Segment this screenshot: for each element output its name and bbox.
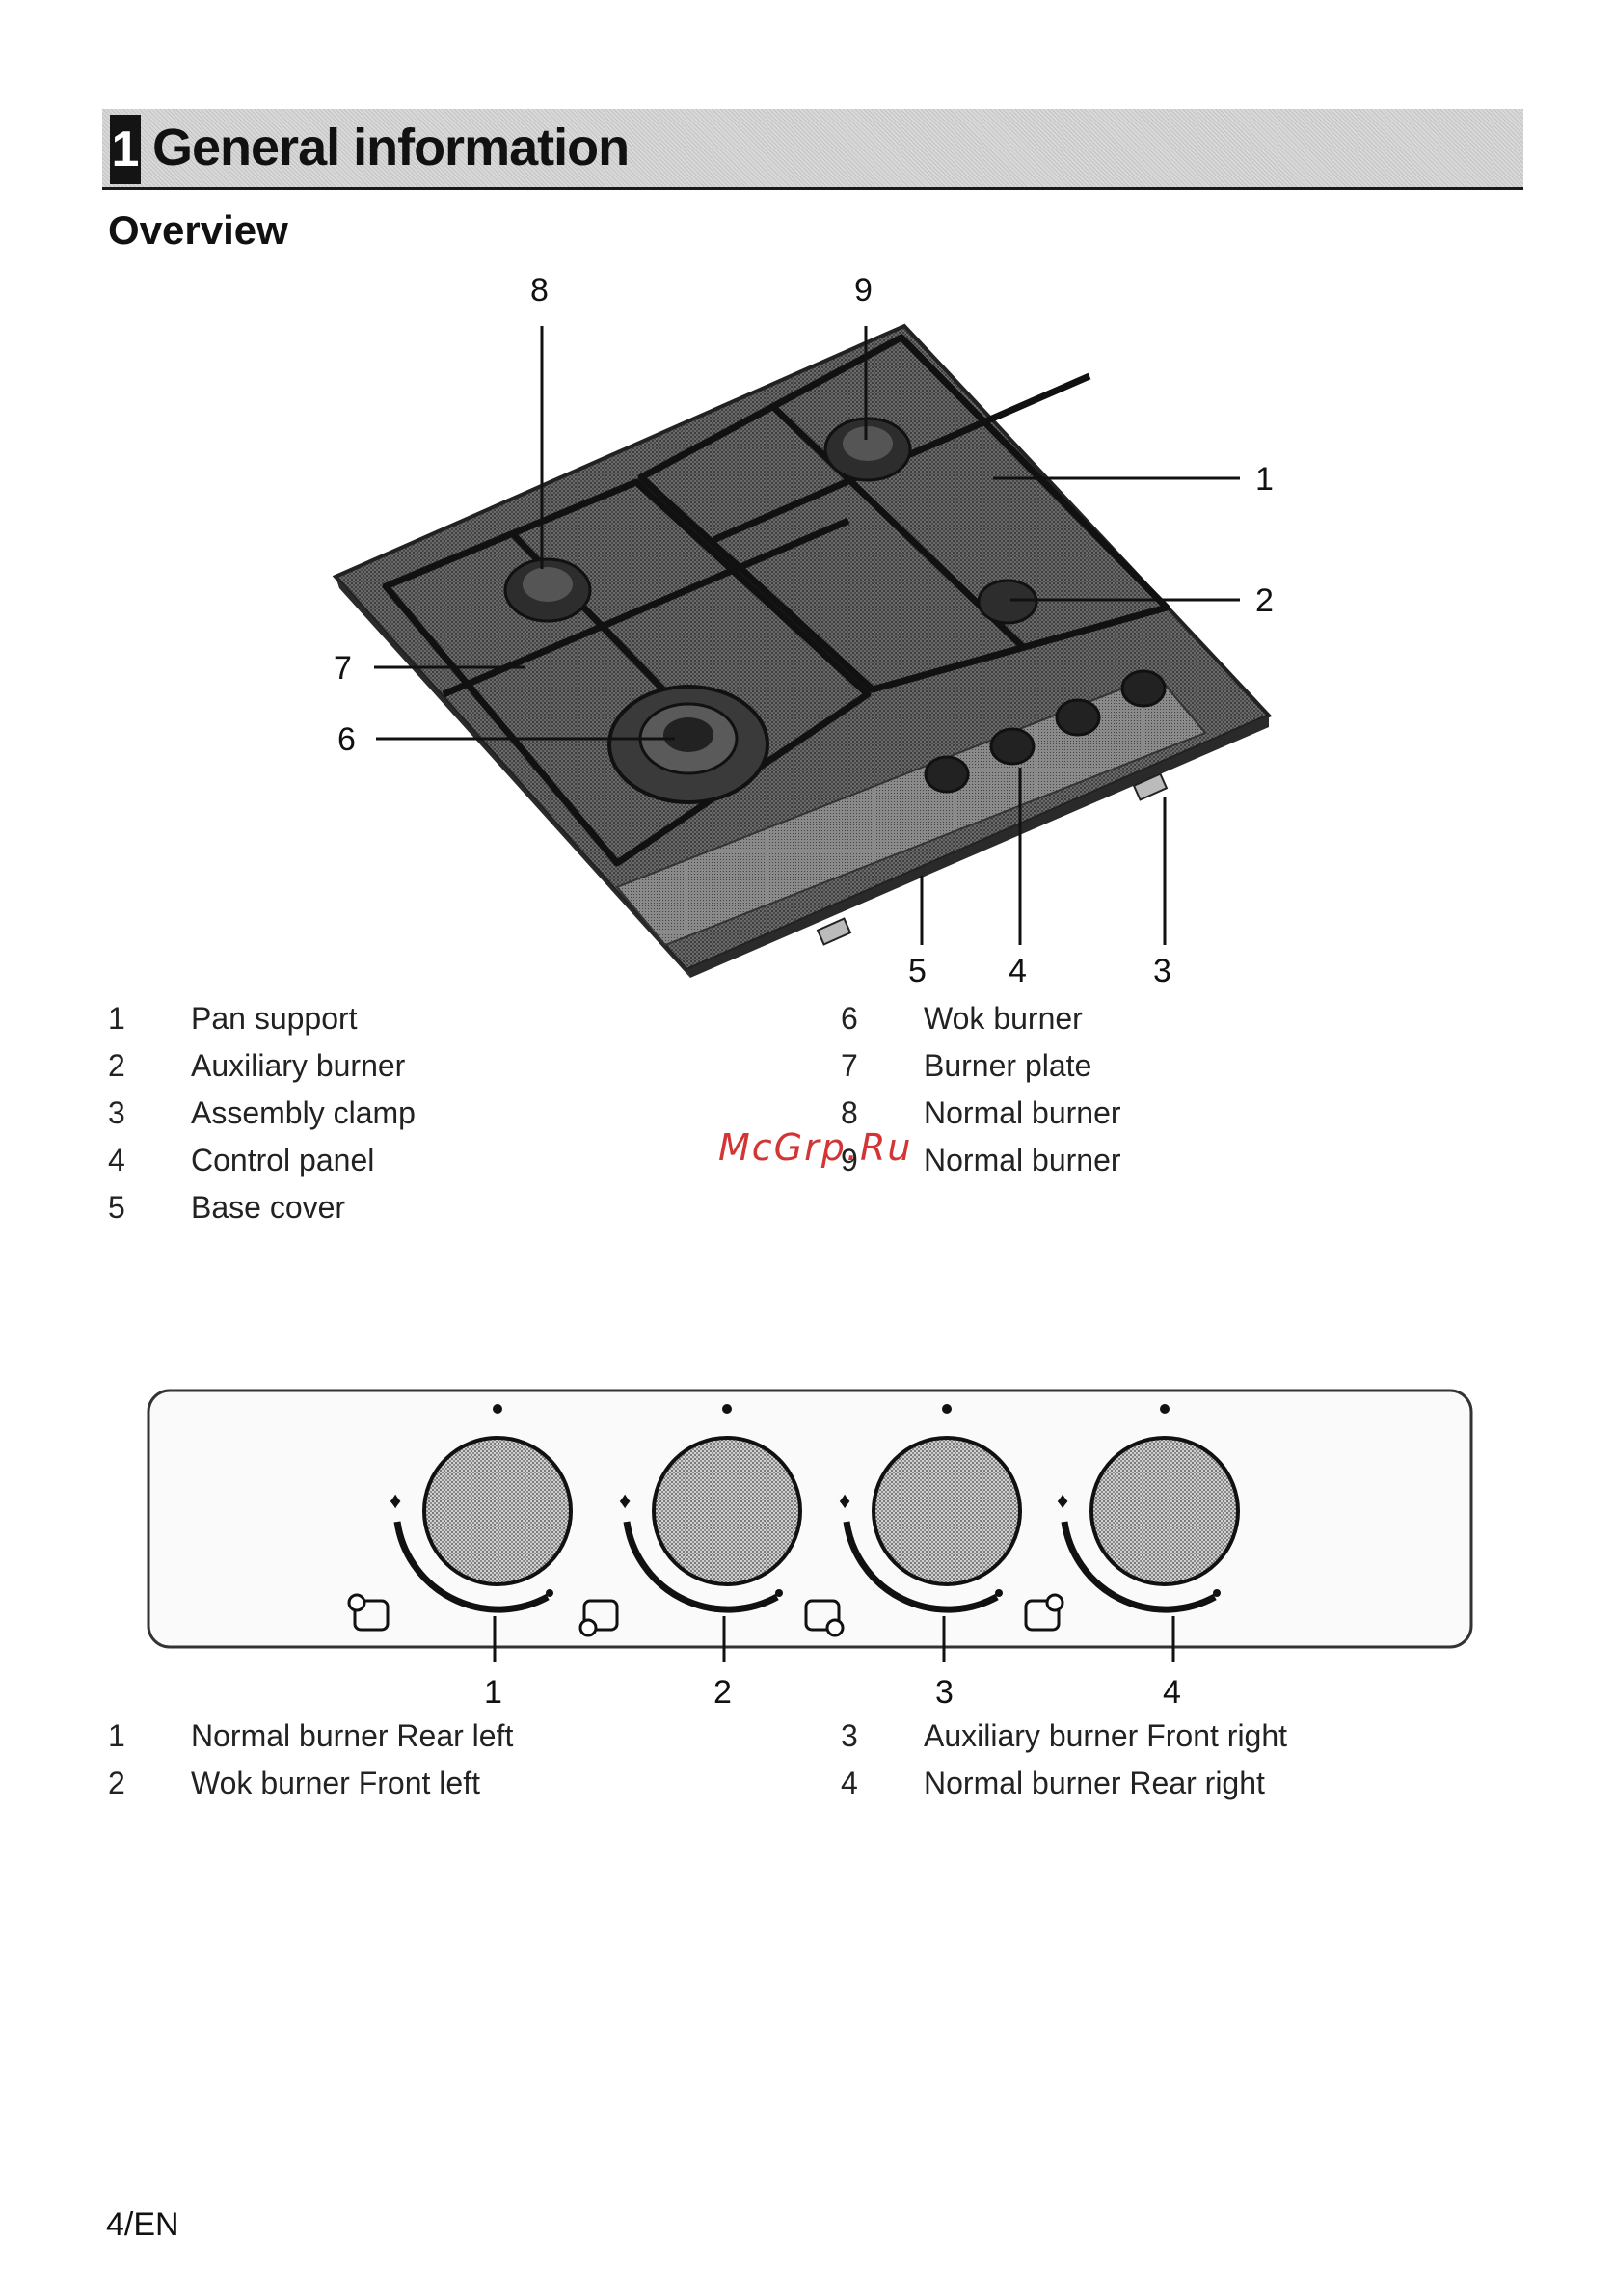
leader-lines [374, 326, 1240, 945]
section-header: 1 General information [102, 109, 1523, 190]
knob-4: ♦ [1024, 1404, 1240, 1662]
burner-position-front-left-icon [582, 1599, 619, 1632]
burner-position-front-right-icon [804, 1599, 841, 1632]
burner-position-rear-left-icon [353, 1599, 390, 1632]
section-title: General information [152, 119, 630, 176]
flame-large-icon: ♦ [619, 1488, 631, 1514]
control-panel-illustration: ♦ ♦ ♦ [0, 1369, 1614, 1716]
flame-large-icon: ♦ [390, 1488, 401, 1514]
flame-large-icon: ♦ [1057, 1488, 1068, 1514]
knob-callout-2: 2 [713, 1674, 732, 1711]
callout-6: 6 [337, 721, 356, 758]
flame-large-icon: ♦ [839, 1488, 850, 1514]
assembly-clamps [816, 772, 1169, 946]
knob-callout-1: 1 [484, 1674, 502, 1711]
callout-9: 9 [854, 272, 873, 309]
knob-callout-4: 4 [1163, 1674, 1181, 1711]
knob-2: ♦ [578, 1404, 802, 1662]
section-number: 1 [110, 115, 141, 184]
hob-body [332, 323, 1273, 978]
callout-4: 4 [1009, 953, 1027, 989]
callout-8: 8 [530, 272, 549, 309]
callout-5: 5 [908, 953, 927, 989]
callout-7: 7 [334, 650, 352, 687]
control-panel-frame [147, 1389, 1473, 1649]
callout-1: 1 [1255, 461, 1274, 498]
knob-3: ♦ [804, 1404, 1022, 1662]
burner-position-rear-right-icon [1024, 1599, 1061, 1632]
callout-2: 2 [1255, 582, 1274, 619]
hob-illustration: 8 9 1 2 7 6 5 4 3 [0, 260, 1614, 993]
control-knobs [924, 669, 1167, 794]
callout-3: 3 [1153, 953, 1171, 989]
burners [503, 417, 1038, 804]
knob-callout-3: 3 [935, 1674, 954, 1711]
watermark: McGrp.Ru [718, 1126, 913, 1169]
knob-1: ♦ [347, 1404, 573, 1662]
page-footer: 4/EN [106, 2206, 179, 2243]
subheading-overview: Overview [108, 207, 288, 253]
